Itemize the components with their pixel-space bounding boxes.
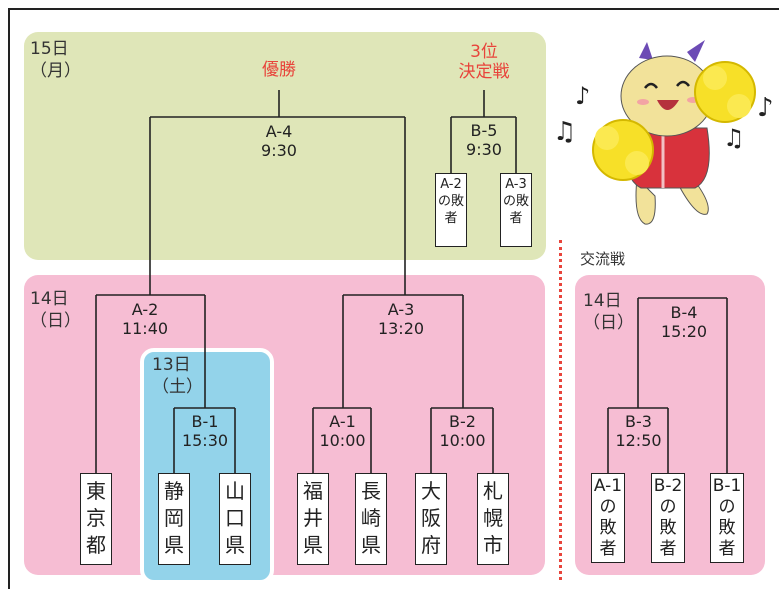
match-time: 12:50 (615, 431, 662, 450)
match-time: 9:30 (261, 141, 297, 160)
match-time: 13:20 (377, 319, 425, 338)
match-time: 10:00 (319, 431, 366, 450)
frame-top-border (8, 8, 779, 10)
third-place-title: 3位 決定戦 (444, 42, 524, 82)
svg-text:♫: ♫ (723, 124, 745, 152)
day13-label: 13日 （土） (152, 354, 203, 398)
match-code: B-1 (191, 412, 219, 431)
match-code: B-3 (625, 412, 652, 431)
svg-text:♪: ♪ (757, 93, 774, 123)
music-note-icon: ♫ ♪ ♫ ♪ (553, 82, 774, 152)
mascot-cheerleader-illustration: ♫ ♪ ♫ ♪ (553, 40, 774, 225)
day13-date: 13日 (152, 355, 191, 375)
day14-weekday: （日） (30, 311, 81, 331)
exchange-weekday: （日） (583, 313, 634, 333)
slot-a2-loser: A-2の敗者 (435, 173, 467, 247)
match-a3: A-3 13:20 (368, 300, 434, 338)
match-final: A-4 9:30 (229, 122, 329, 160)
frame-left-border (8, 8, 10, 589)
slot-b1-loser: B-1の敗者 (710, 473, 744, 563)
day14-date: 14日 (30, 289, 69, 309)
svg-text:♫: ♫ (553, 117, 576, 147)
match-code: B-2 (449, 412, 476, 431)
match-a2: A-2 11:40 (112, 300, 178, 338)
team-box-sapporo: 札幌市 (477, 473, 509, 565)
match-b3: B-3 12:50 (610, 412, 667, 450)
match-code: A-4 (265, 122, 293, 141)
match-a1: A-1 10:00 (315, 412, 370, 450)
slot-a3-loser: A-3の敗者 (500, 173, 532, 247)
match-b4: B-4 15:20 (652, 303, 716, 341)
team-box-nagasaki: 長崎県 (355, 473, 387, 565)
team-box-fukui: 福井県 (297, 473, 329, 565)
slot-b2-loser: B-2の敗者 (651, 473, 685, 563)
match-code: B-4 (670, 303, 698, 322)
exchange-day-label: 14日 （日） (583, 290, 634, 334)
third-place-label: 決定戦 (458, 62, 510, 82)
match-b5: B-5 9:30 (453, 121, 515, 159)
match-b1: B-1 15:30 (176, 412, 234, 450)
day13-panel (140, 348, 274, 584)
team-box-osaka: 大阪府 (415, 473, 447, 565)
day15-date: 15日 (30, 39, 69, 59)
match-time: 9:30 (466, 140, 502, 159)
match-b2: B-2 10:00 (433, 412, 492, 450)
match-code: A-3 (387, 300, 415, 319)
match-time: 10:00 (439, 431, 486, 450)
third-place-rank: 3位 (470, 42, 498, 62)
exchange-title: 交流戦 (580, 250, 626, 268)
day15-label: 15日 （月） (30, 38, 81, 82)
match-time: 15:20 (660, 322, 708, 341)
team-box-shizuoka: 静岡県 (158, 473, 190, 565)
exchange-date: 14日 (583, 291, 622, 311)
match-code: A-1 (329, 412, 356, 431)
day15-weekday: （月） (30, 61, 81, 81)
day13-weekday: （土） (152, 377, 203, 397)
exchange-divider (559, 240, 562, 580)
match-time: 11:40 (121, 319, 169, 338)
team-box-yamaguchi: 山口県 (219, 473, 251, 565)
final-title: 優勝 (262, 60, 296, 80)
svg-text:♪: ♪ (575, 82, 590, 110)
team-box-tokyo: 東京都 (80, 473, 112, 565)
match-code: A-2 (131, 300, 159, 319)
slot-a1-loser: A-1の敗者 (591, 473, 625, 563)
match-code: B-5 (470, 121, 498, 140)
day14-label: 14日 （日） (30, 288, 81, 332)
match-time: 15:30 (181, 431, 229, 450)
